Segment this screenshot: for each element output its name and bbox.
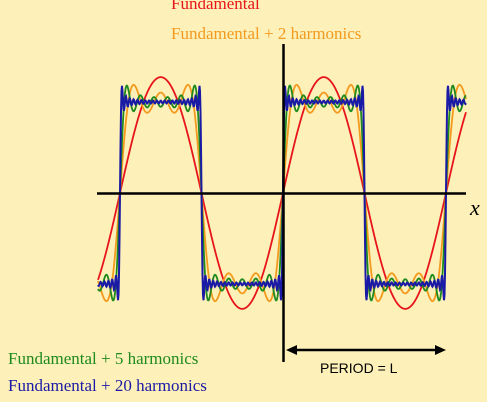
legend-fundamental-5-harmonics: Fundamental + 5 harmonics xyxy=(8,349,199,368)
legend-fundamental: Fundamental xyxy=(171,0,260,13)
series-line-3 xyxy=(97,85,467,301)
period-label: PERIOD = L xyxy=(320,360,398,376)
legend-fundamental-2-harmonics: Fundamental + 2 harmonics xyxy=(171,24,362,43)
series-curves xyxy=(97,76,467,310)
period-arrow xyxy=(286,345,446,355)
legend-fundamental-20-harmonics: Fundamental + 20 harmonics xyxy=(8,376,207,395)
x-axis-label: x xyxy=(470,195,480,220)
